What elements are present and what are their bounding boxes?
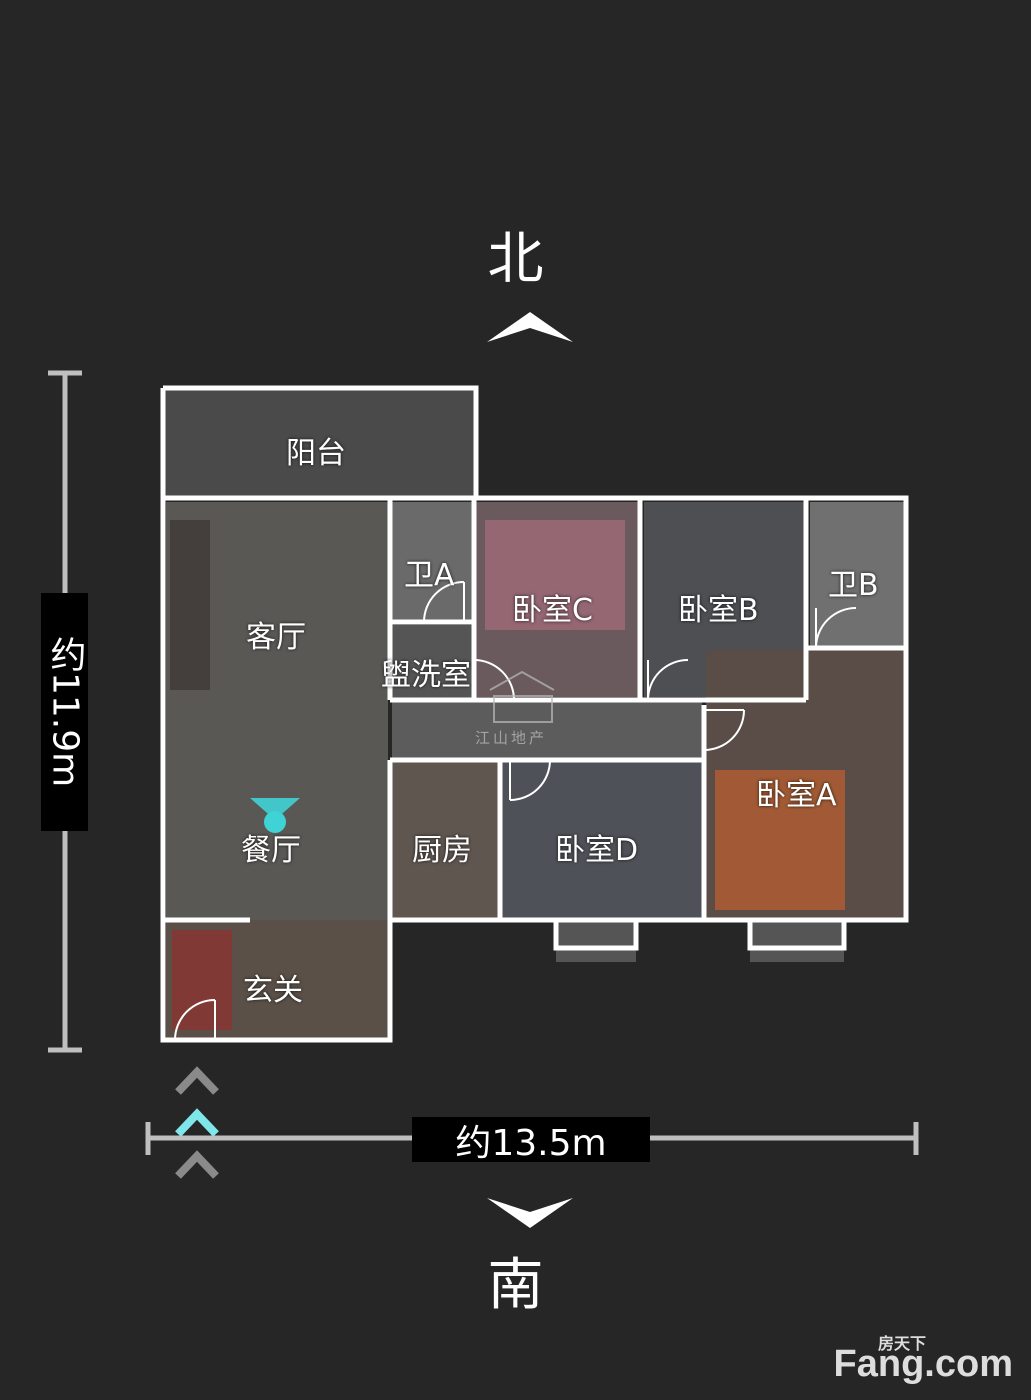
room-label-bed-d[interactable]: 卧室D — [555, 833, 639, 868]
viewer-position-icon[interactable] — [250, 798, 300, 833]
room-label-wash[interactable]: 盥洗室 — [381, 658, 471, 693]
brand-logo-sub: 房天下 — [877, 1334, 926, 1353]
room-label-bed-b[interactable]: 卧室B — [678, 593, 759, 628]
watermark-logo-icon — [489, 670, 555, 723]
room-label-entrance[interactable]: 玄关 — [243, 973, 303, 1008]
width-dimension-label: 约13.5m — [412, 1117, 650, 1164]
room-label-balcony[interactable]: 阳台 — [286, 436, 346, 471]
brand-logo: Fang.com — [833, 1343, 1013, 1385]
north-arrow-icon — [487, 312, 573, 342]
room-label-bath-b[interactable]: 卫B — [828, 568, 879, 603]
north-label: 北 — [487, 227, 544, 292]
room-label-bed-c[interactable]: 卧室C — [512, 593, 593, 628]
room-fills — [163, 388, 904, 1040]
height-dimension-label: 约11.9m — [41, 593, 88, 831]
watermark-text: 江山地产 — [475, 729, 548, 747]
room-label-living[interactable]: 客厅 — [246, 620, 306, 655]
room-label-bath-a[interactable]: 卫A — [404, 558, 455, 593]
room-label-bed-a[interactable]: 卧室A — [756, 778, 837, 813]
room-label-kitchen[interactable]: 厨房 — [412, 833, 472, 868]
entrance-chevron-icon[interactable] — [175, 1066, 219, 1179]
room-label-dining[interactable]: 餐厅 — [241, 833, 301, 868]
south-label: 南 — [487, 1253, 544, 1318]
doors — [174, 581, 857, 1041]
south-arrow-icon — [487, 1198, 573, 1228]
